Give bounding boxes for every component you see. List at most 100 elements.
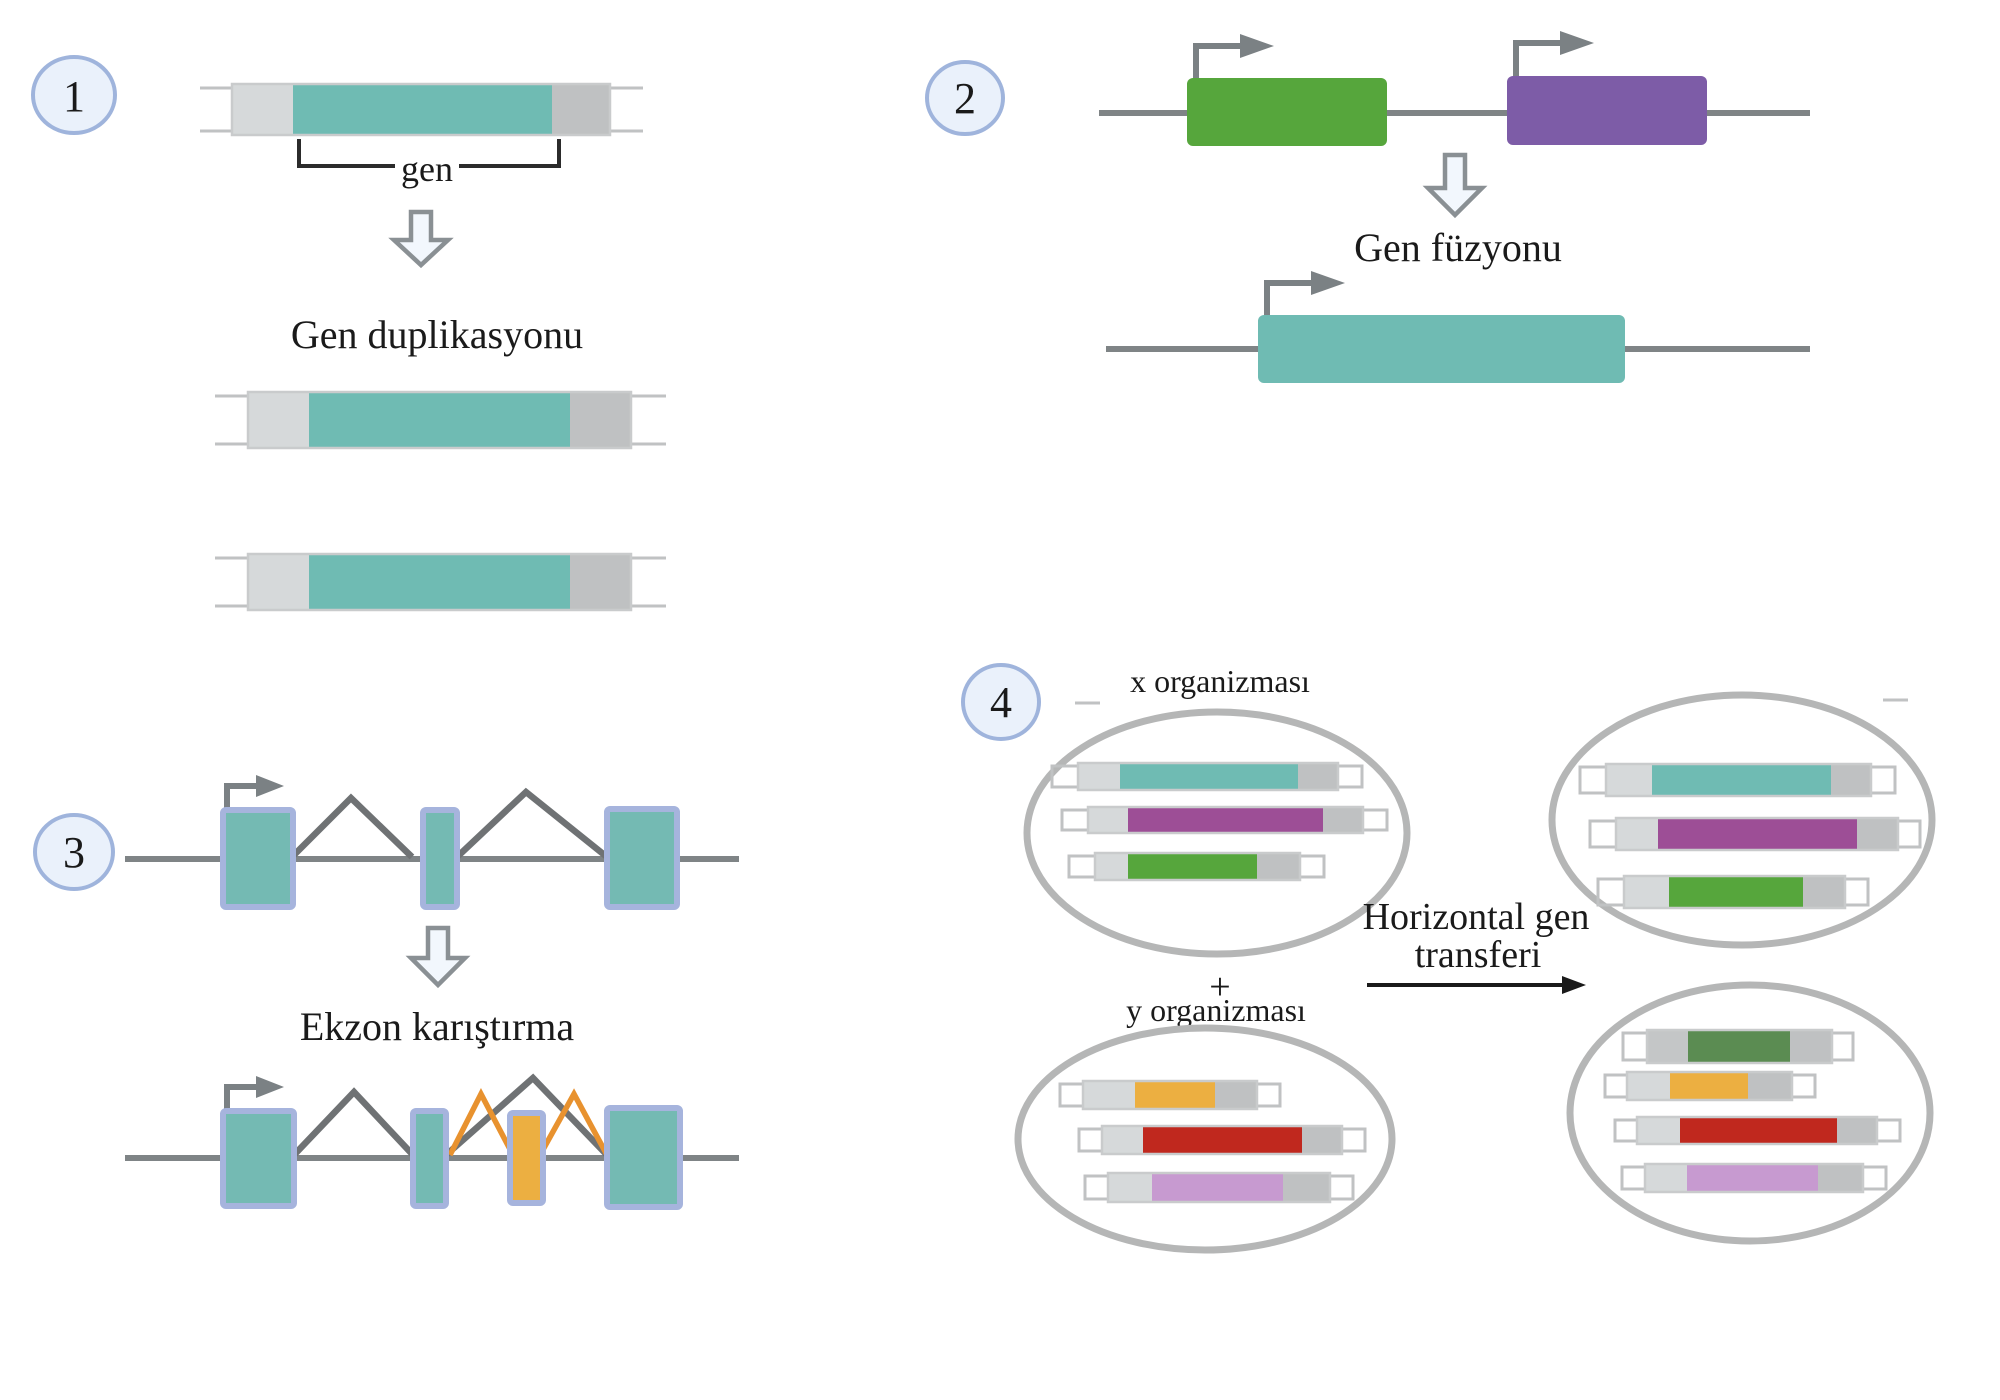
gene-right-cap <box>1837 1117 1877 1144</box>
gene-left-cap <box>1624 876 1669 908</box>
gene-span-bracket <box>297 139 561 168</box>
gene-coding-region <box>1670 1072 1748 1100</box>
gene-bar-xr-green <box>1596 874 1870 910</box>
gene-right-cap <box>1831 764 1871 796</box>
chromosome-dashes <box>200 86 643 133</box>
organism-x-result-ellipse <box>1548 691 1936 949</box>
organism-y-result-ellipse <box>1566 981 1934 1245</box>
exon-3 <box>604 806 680 910</box>
organism-y-ellipse <box>1014 1024 1396 1254</box>
gene-bar-outline <box>1093 851 1302 882</box>
panel-2-gene-fusion: 2 Gen füzyonu <box>925 31 1810 383</box>
gene-left-cap <box>1637 1117 1680 1144</box>
chromosome-dashes <box>1603 1073 1817 1099</box>
gene-left-cap <box>1078 763 1120 790</box>
gene-right-cap <box>552 84 610 135</box>
gene-bar-outline <box>1614 816 1900 852</box>
gene-span-label: gen <box>401 149 453 189</box>
gene-left-cap <box>1627 1072 1670 1100</box>
gene-right-cap <box>570 392 631 448</box>
gene-bar-yr-plum <box>1620 1162 1888 1194</box>
gene-bar-outline <box>1086 805 1365 835</box>
exon-1 <box>220 807 296 910</box>
panel-3-exon-shuffling: 3 Ekzon karıştırma <box>33 775 739 1210</box>
gene-right-cap <box>1302 1126 1342 1154</box>
gene-right-cap <box>1298 763 1338 790</box>
transfer-arrowhead-icon <box>1562 976 1586 994</box>
intron-splice-line <box>454 787 610 860</box>
gene-coding-region <box>1688 1030 1790 1063</box>
gene-bar-duplicate-2 <box>215 552 666 612</box>
gene-coding-region <box>1128 807 1323 833</box>
down-arrow-icon <box>1422 152 1488 219</box>
gene-left-cap <box>248 392 309 448</box>
promoter-arrow-icon <box>224 783 256 812</box>
gene-left-cap <box>1088 807 1128 833</box>
step-3-number: 3 <box>63 828 85 877</box>
exon-2 <box>410 1108 449 1209</box>
gene-bar-duplicate-1 <box>215 390 666 450</box>
organism-y-label: y organizması <box>1126 992 1306 1028</box>
panel-1-gene-duplication: 1 gen Gen duplikasyonu <box>31 55 666 612</box>
gene-bar-yr-red <box>1613 1115 1902 1146</box>
gene-coding-region <box>309 392 570 448</box>
gene-coding-region <box>1680 1117 1837 1144</box>
chromosome-dashes <box>1613 1118 1902 1143</box>
chromosome-dashes <box>1578 765 1897 795</box>
gene-bar-outline <box>1645 1028 1834 1065</box>
promoter-arrow-icon <box>1193 43 1240 80</box>
panel-4-horizontal-gene-transfer: 4 x organizması + y organizması <box>961 663 1936 1254</box>
intron-splice-line <box>291 1087 416 1158</box>
gene-coding-region <box>1658 818 1857 850</box>
gene-bar-x-green <box>1067 851 1326 882</box>
gene-left-cap <box>1606 764 1652 796</box>
panel-3-title: Ekzon karıştırma <box>300 1004 575 1049</box>
chromosome-dashes <box>1596 877 1870 907</box>
gene-right-cap <box>1748 1072 1792 1100</box>
gene-coding-region <box>293 84 552 135</box>
gene-coding-region <box>1669 876 1803 908</box>
gene-bar-outline <box>1081 1079 1259 1111</box>
gene-coding-region <box>1652 764 1831 796</box>
fused-gene-box <box>1258 315 1625 383</box>
intron-splice-line-skip <box>443 1073 610 1158</box>
intron-splice-line <box>289 793 415 860</box>
chromosome-dashes <box>215 394 666 446</box>
exon-2 <box>420 807 460 910</box>
gene-a-box <box>1187 78 1387 146</box>
plus-sign: + <box>1209 966 1230 1008</box>
promoter-arrowhead-icon <box>256 1076 284 1098</box>
organism-x-ellipse <box>1023 708 1411 958</box>
gene-coding-region <box>1120 763 1298 790</box>
gene-bar-xr-purple <box>1588 816 1922 852</box>
gene-left-cap <box>1108 1173 1152 1202</box>
gene-bar-outline <box>246 390 633 450</box>
gene-bar-outline <box>1643 1162 1865 1194</box>
gene-bar-y-red <box>1077 1124 1367 1156</box>
gene-bar-x-purple <box>1060 805 1389 835</box>
gene-bar-outline <box>1635 1115 1879 1146</box>
gene-bar-yr-darkgreen <box>1621 1028 1855 1065</box>
transfer-label-line2: transferi <box>1415 934 1542 976</box>
gene-bar-outline <box>246 552 633 612</box>
panel-1-title: Gen duplikasyonu <box>291 312 583 357</box>
chromosome-dashes <box>1077 1127 1367 1153</box>
gene-coding-region <box>309 554 570 610</box>
gene-right-cap <box>570 554 631 610</box>
chromosome-dashes <box>1588 819 1922 849</box>
step-3-badge <box>33 813 115 891</box>
gene-bar-outline <box>1625 1070 1794 1102</box>
gene-right-cap <box>1790 1030 1832 1063</box>
transfer-label-line1: Horizontal gen <box>1363 896 1590 938</box>
promoter-arrow-icon <box>1513 40 1560 78</box>
step-2-number: 2 <box>954 74 976 123</box>
gene-right-cap <box>1257 853 1300 880</box>
gene-bar-outline <box>230 82 612 137</box>
gene-bar-x-teal <box>1050 761 1364 792</box>
gene-coding-region <box>1135 1081 1215 1109</box>
gene-right-cap <box>1215 1081 1257 1109</box>
gene-right-cap <box>1857 818 1898 850</box>
chromosome-dashes <box>1060 808 1389 832</box>
